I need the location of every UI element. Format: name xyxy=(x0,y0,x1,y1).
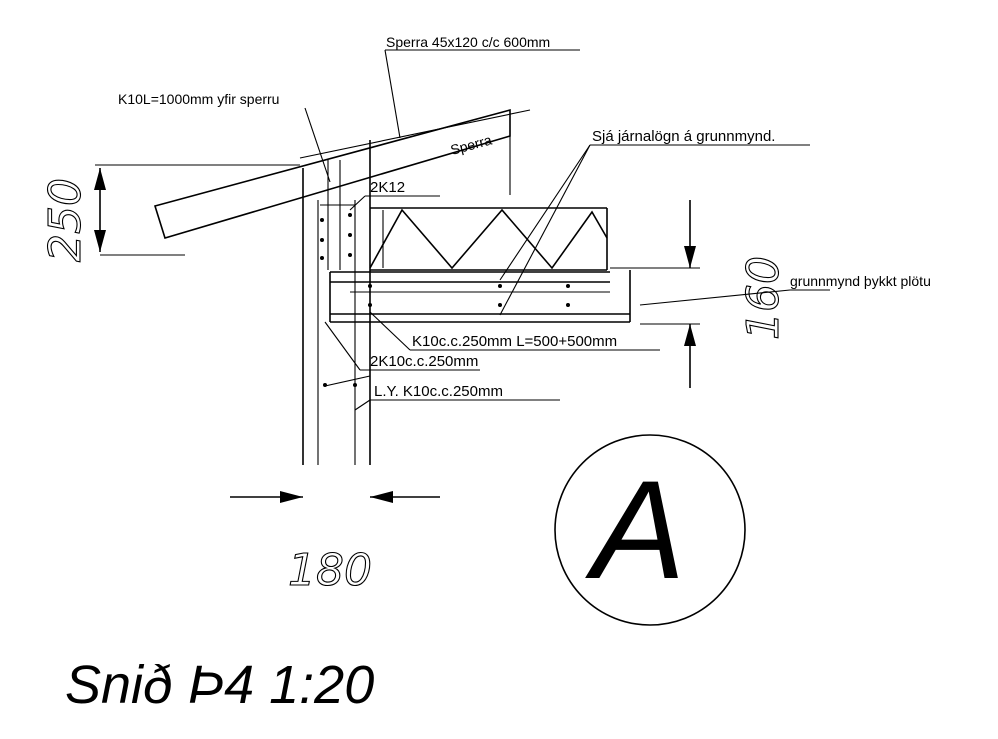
section-letter: A xyxy=(585,451,685,608)
wall xyxy=(302,130,511,465)
label-grunnmynd: grunnmynd þykkt plötu xyxy=(790,273,931,289)
wall-rebar xyxy=(320,213,357,387)
label-2k12: 2K12 xyxy=(370,179,405,196)
dimension-250 xyxy=(94,168,106,252)
slab xyxy=(329,267,700,325)
label-sja: Sjá járnalögn á grunnmynd. xyxy=(592,128,775,145)
leader-lines xyxy=(304,49,830,411)
label-ly: L.Y. K10c.c.250mm xyxy=(374,383,503,400)
truss xyxy=(369,207,608,271)
label-k10l: K10L=1000mm yfir sperru xyxy=(118,91,279,107)
dim-text-160: 160 xyxy=(738,256,789,340)
section-marker: A xyxy=(554,434,746,626)
drawing-title: Snið Þ4 1:20 xyxy=(65,655,374,715)
dimension-180 xyxy=(230,491,440,503)
dim-text-250: 250 xyxy=(40,178,91,262)
label-k10cc: K10c.c.250mm L=500+500mm xyxy=(412,333,617,350)
dimension-160 xyxy=(684,200,696,388)
label-2k10cc: 2K10c.c.250mm xyxy=(370,353,478,370)
label-sperra: Sperra xyxy=(449,132,494,158)
dim-text-180: 180 xyxy=(288,545,372,596)
label-sperra-spec: Sperra 45x120 c/c 600mm xyxy=(386,34,550,50)
